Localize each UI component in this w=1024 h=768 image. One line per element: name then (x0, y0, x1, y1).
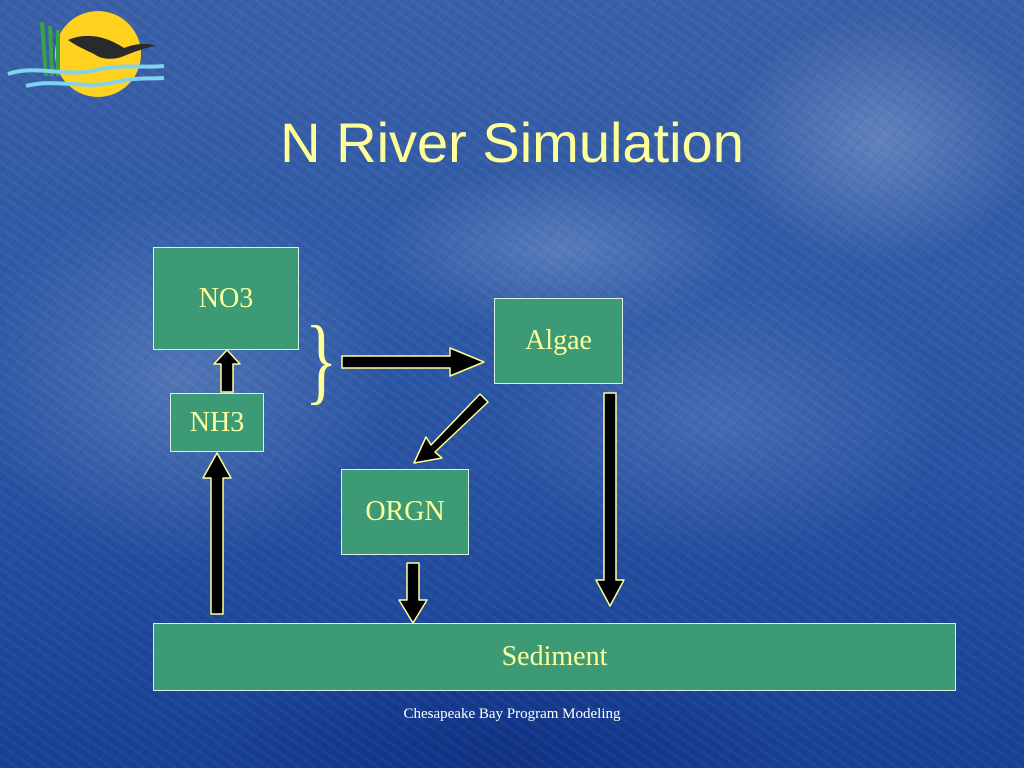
arrow-algae-to-orgn (413, 393, 489, 464)
arrow-sediment-to-nh3 (202, 452, 232, 615)
arrow-to-algae (341, 347, 485, 377)
algae-box: Algae (494, 298, 623, 384)
chesapeake-bay-program-logo (7, 11, 165, 97)
slide-title: N River Simulation (280, 111, 744, 174)
orgn-box: ORGN (341, 469, 469, 555)
heron-icon (68, 35, 156, 59)
no3-box: NO3 (153, 247, 299, 350)
nh3-box: NH3 (170, 393, 264, 452)
grouping-brace: } (305, 306, 338, 413)
arrow-orgn-to-sediment (398, 562, 428, 624)
sediment-box: Sediment (153, 623, 956, 691)
arrow-nh3-to-no3 (213, 349, 241, 393)
water-wave-icon (7, 64, 165, 76)
arrow-algae-to-sediment (595, 392, 625, 607)
slide-footer: Chesapeake Bay Program Modeling (403, 706, 621, 722)
